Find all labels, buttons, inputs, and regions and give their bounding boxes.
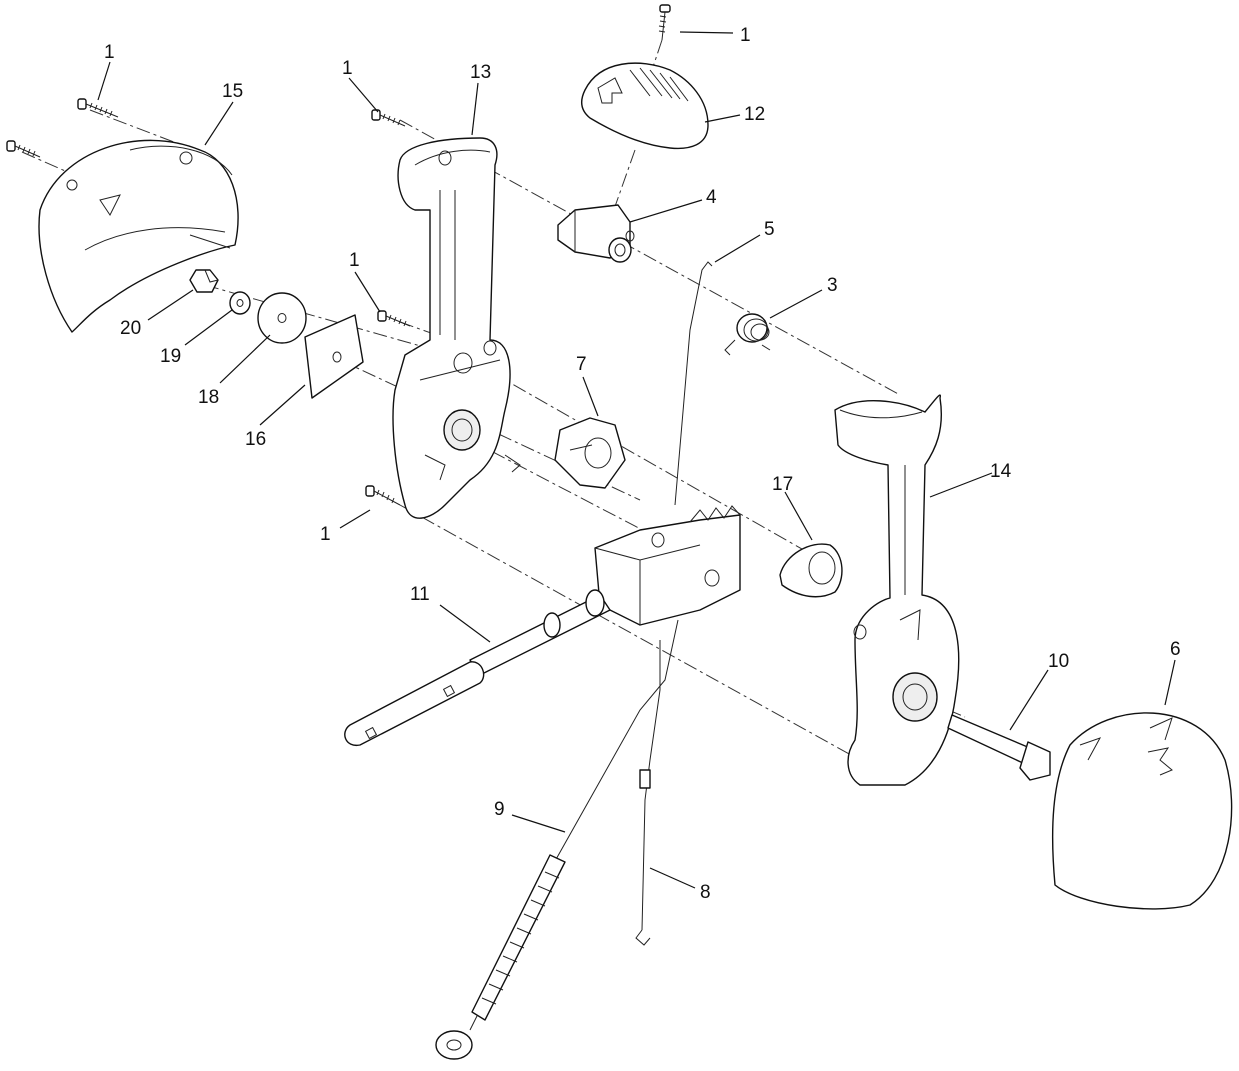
detent-part-7 — [554, 417, 626, 489]
screw-part-1-f — [365, 485, 401, 506]
bushing-part-17 — [779, 543, 843, 598]
callout-6: 6 — [1170, 639, 1181, 660]
callout-13: 13 — [470, 62, 491, 83]
leader-lines — [97, 31, 1176, 889]
shaft-part-11 — [344, 589, 611, 746]
handle-part-14 — [834, 394, 960, 786]
rod-part-5 — [674, 261, 713, 506]
callout-17: 17 — [772, 474, 793, 495]
callout-1-mid-top: 1 — [342, 58, 353, 79]
callout-18: 18 — [198, 387, 219, 408]
knob-part-12 — [581, 62, 709, 150]
screw-part-1-d — [658, 4, 671, 41]
callout-12: 12 — [744, 104, 765, 125]
callout-3: 3 — [827, 275, 838, 296]
screw-part-1-e — [377, 310, 411, 327]
cover-right-part-6 — [1051, 712, 1233, 910]
callout-11: 11 — [410, 584, 430, 605]
callout-9: 9 — [494, 799, 505, 820]
shift-housing — [594, 505, 741, 626]
nut-part-20 — [189, 269, 219, 293]
callout-4: 4 — [706, 187, 717, 208]
callout-10: 10 — [1048, 651, 1069, 672]
callout-labels: 1 15 1 13 1 12 4 5 3 1 20 19 18 16 7 17 … — [104, 25, 1181, 903]
callout-7: 7 — [576, 354, 587, 375]
callout-1-bottom: 1 — [320, 524, 331, 545]
washer-part-18 — [257, 292, 307, 344]
callout-14: 14 — [990, 461, 1012, 482]
screw-part-1-a — [77, 98, 119, 118]
callout-8: 8 — [700, 882, 711, 903]
callout-16: 16 — [245, 429, 266, 450]
callout-1-top-right: 1 — [740, 25, 751, 46]
bolt-part-10 — [947, 714, 1051, 781]
callout-1-top-left: 1 — [104, 42, 115, 63]
callout-1-mid: 1 — [349, 250, 360, 271]
cable-part-8 — [635, 640, 661, 946]
cover-left-part-15 — [38, 139, 239, 333]
pivot-part-4 — [557, 204, 635, 263]
screw-part-1-c — [371, 109, 406, 127]
callout-19: 19 — [160, 346, 181, 367]
plate-part-16 — [304, 314, 364, 399]
cable-part-9 — [435, 619, 679, 1060]
callout-20: 20 — [120, 318, 141, 339]
callout-5: 5 — [764, 219, 775, 240]
washer-part-19 — [229, 291, 251, 315]
bracket-part-13 — [392, 137, 521, 519]
screw-part-1-b — [6, 140, 41, 158]
spring-part-3 — [724, 313, 771, 356]
callout-15: 15 — [222, 81, 243, 102]
